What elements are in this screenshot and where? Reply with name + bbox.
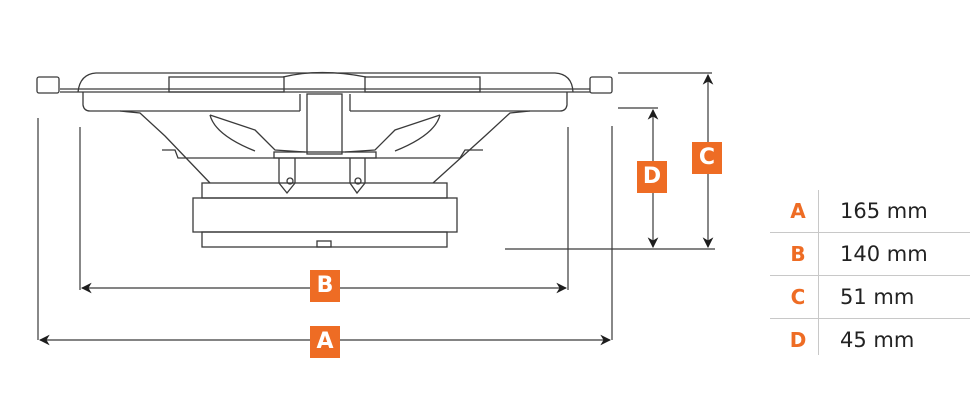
spec-row-c: C 51 mm bbox=[770, 276, 970, 319]
right-terminal bbox=[349, 158, 366, 195]
right-basket-arm bbox=[432, 110, 531, 184]
magnet-bottom-plate bbox=[201, 231, 448, 248]
spec-label: C bbox=[790, 285, 806, 309]
spec-value: 45 mm bbox=[840, 328, 915, 352]
spec-row-b: B 140 mm bbox=[770, 233, 970, 276]
spec-label: A bbox=[790, 199, 806, 223]
spec-label: B bbox=[790, 242, 806, 266]
left-mounting-tab bbox=[36, 76, 60, 94]
magnet-top-plate bbox=[201, 182, 448, 199]
spec-value: 51 mm bbox=[840, 285, 915, 309]
spec-value: 140 mm bbox=[840, 242, 928, 266]
spec-table: A 165 mm B 140 mm C 51 mm D 45 mm bbox=[770, 190, 970, 361]
right-mounting-tab bbox=[589, 76, 613, 94]
spec-row-d: D 45 mm bbox=[770, 319, 970, 361]
spec-value: 165 mm bbox=[840, 199, 928, 223]
dimension-a-badge: A bbox=[310, 326, 340, 358]
speaker-outline bbox=[36, 71, 613, 248]
spec-row-a: A 165 mm bbox=[770, 190, 970, 233]
dimension-d-badge: D bbox=[637, 161, 667, 193]
center-pole bbox=[306, 93, 343, 155]
left-terminal bbox=[278, 158, 296, 195]
dimension-lines bbox=[37, 72, 715, 346]
left-basket-arm bbox=[119, 110, 211, 184]
magnet bbox=[192, 197, 458, 233]
left-cone bbox=[209, 114, 306, 153]
dimension-c-badge: C bbox=[692, 142, 722, 174]
spec-table-divider bbox=[818, 190, 819, 355]
dimension-b-badge: B bbox=[310, 270, 340, 302]
spec-label: D bbox=[789, 328, 807, 352]
